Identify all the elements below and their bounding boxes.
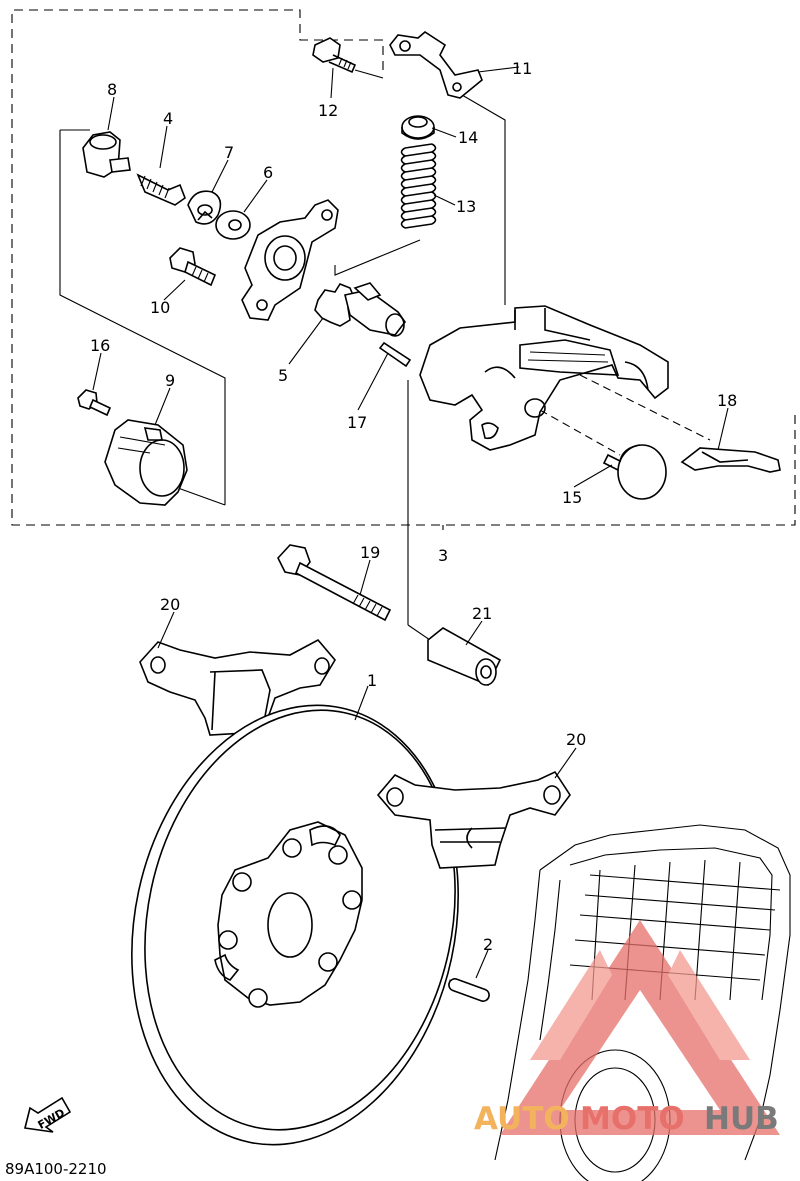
- callout-18: 18: [717, 391, 737, 410]
- callout-3: 3: [438, 546, 448, 565]
- bolt-12: [312, 37, 357, 74]
- callout-14: 14: [458, 128, 478, 147]
- callout-1: 1: [367, 671, 377, 690]
- callout-12: 12: [318, 101, 338, 120]
- caliper-assembly-boundary: [11, 9, 796, 526]
- watermark-text-auto: AUTO: [474, 1101, 570, 1137]
- callout-17: 17: [347, 413, 367, 432]
- fwd-arrow-icon: FWD: [24, 1096, 72, 1133]
- watermark-logo: [500, 920, 780, 1135]
- callout-20-lower: 20: [566, 730, 586, 749]
- clip-7: [187, 190, 222, 225]
- callout-19: 19: [360, 543, 380, 562]
- cam-housing-plate: [241, 199, 339, 321]
- callout-6: 6: [263, 163, 273, 182]
- diagram-code: 89A100-2210: [5, 1160, 107, 1178]
- leader-lines: [59, 69, 711, 986]
- callout-leaders: [92, 66, 729, 979]
- adjuster-screw-4: [136, 173, 186, 206]
- watermark-text-moto: MOTO: [580, 1101, 685, 1137]
- pin-17: [378, 341, 412, 368]
- callout-21: 21: [472, 604, 492, 623]
- watermark-text-hub: HUB: [704, 1101, 779, 1137]
- spring-seat-14: [401, 115, 435, 140]
- bolt-16: [77, 389, 112, 417]
- callout-13: 13: [456, 197, 476, 216]
- washer-6: [215, 210, 251, 240]
- bolt-19: [277, 544, 392, 622]
- callout-20-upper: 20: [160, 595, 180, 614]
- watermark-text: AUTO MOTO HUB: [474, 1101, 779, 1137]
- caliper-body-3: [419, 305, 669, 451]
- pad-clip-18: [680, 447, 781, 473]
- callout-16: 16: [90, 336, 110, 355]
- bolt-10: [169, 247, 217, 287]
- callout-5: 5: [278, 366, 288, 385]
- callout-7: 7: [224, 143, 234, 162]
- callout-2: 2: [483, 935, 493, 954]
- gear-shaft-5: [314, 282, 406, 337]
- pin-15: [602, 444, 667, 500]
- callout-10: 10: [150, 298, 170, 317]
- callout-8: 8: [107, 80, 117, 99]
- adjuster-nut-8: [82, 131, 131, 178]
- spring-13: [400, 143, 437, 229]
- cover-9: [104, 419, 188, 506]
- callout-9: 9: [165, 371, 175, 390]
- callout-4: 4: [163, 109, 173, 128]
- brake-pad-20-lower: [376, 770, 571, 869]
- brake-pad-20-upper: [139, 638, 336, 736]
- brake-disc-1: [131, 704, 459, 1146]
- sleeve-21: [427, 627, 502, 687]
- callout-11: 11: [512, 59, 532, 78]
- key-2: [448, 978, 490, 1002]
- callouts: 1 2 3 4 5 6 7 8 9 10 11 12 13 14 15 16 1…: [90, 59, 737, 954]
- bracket-11: [389, 31, 483, 99]
- callout-15: 15: [562, 488, 582, 507]
